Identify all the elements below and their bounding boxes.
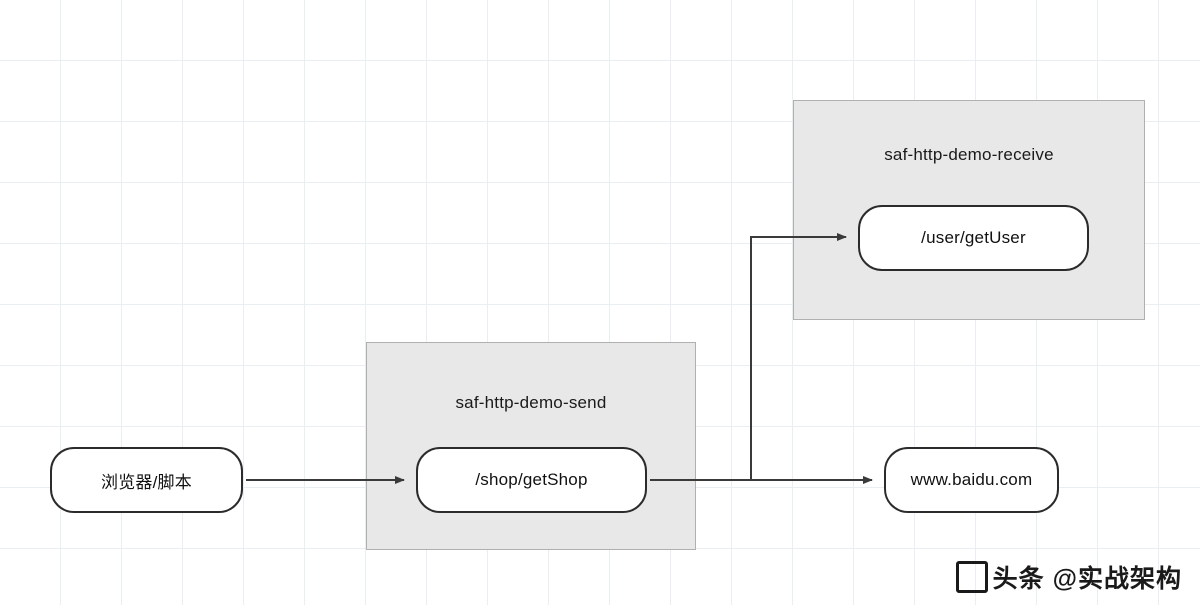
watermark-logo: 头条 [955,559,1045,595]
node-baidu-label: www.baidu.com [910,470,1033,489]
node-shop-getshop-label: /shop/getShop [475,470,588,489]
edge-getshop-getuser [750,233,847,480]
group-label-receive: saf-http-demo-receive [884,145,1054,164]
node-client-label: 浏览器/脚本 [101,472,192,492]
node-shop-getshop[interactable]: /shop/getShop [416,447,647,513]
node-client[interactable]: 浏览器/脚本 [50,447,243,513]
node-user-getuser[interactable]: /user/getUser [858,205,1089,271]
group-label-send: saf-http-demo-send [455,393,607,412]
watermark: 头条 @实战架构 [955,559,1182,595]
group-saf-http-demo-send: saf-http-demo-send [366,342,696,550]
watermark-box-icon [955,561,988,593]
watermark-text: @实战架构 [1052,565,1182,593]
node-user-getuser-label: /user/getUser [921,228,1026,247]
watermark-logo-text: 头条 [992,565,1045,593]
node-baidu[interactable]: www.baidu.com [884,447,1059,513]
group-saf-http-demo-receive: saf-http-demo-receive [793,100,1145,320]
